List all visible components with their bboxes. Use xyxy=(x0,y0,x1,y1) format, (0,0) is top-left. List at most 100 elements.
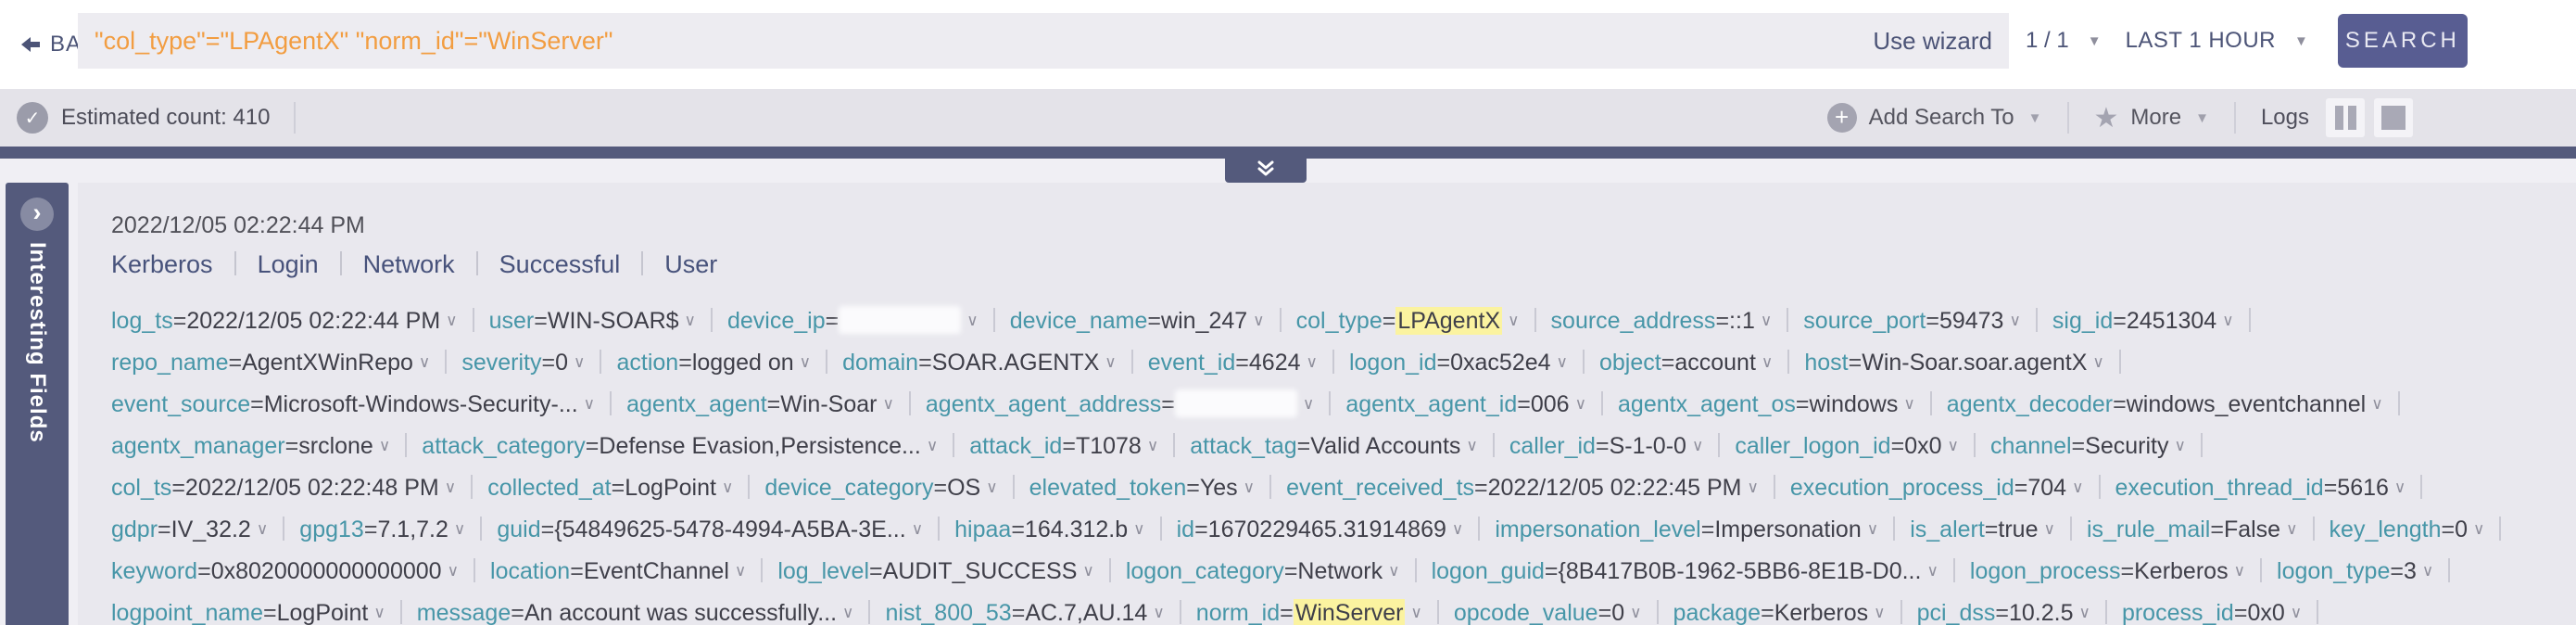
search-button[interactable]: SEARCH xyxy=(2337,14,2468,68)
log-field[interactable]: elevated_token=Yes∨ xyxy=(1029,475,1286,501)
log-field[interactable]: message=An account was successfully...∨ xyxy=(417,600,886,625)
log-field[interactable]: agentx_agent_os=windows∨ xyxy=(1618,391,1947,417)
log-field[interactable]: id=1670229465.31914869∨ xyxy=(1177,517,1496,542)
log-field[interactable]: agentx_decoder=windows_eventchannel∨ xyxy=(1947,391,2415,417)
add-icon[interactable]: + xyxy=(1826,103,1857,133)
log-field[interactable]: agentx_manager=srclone∨ xyxy=(111,433,422,459)
log-field[interactable]: collected_at=LogPoint∨ xyxy=(487,475,764,501)
use-wizard-link[interactable]: Use wizard xyxy=(1873,26,1992,55)
field-dropdown-icon[interactable]: ∨ xyxy=(966,312,979,329)
field-dropdown-icon[interactable]: ∨ xyxy=(842,604,854,621)
log-field[interactable]: domain=SOAR.AGENTX∨ xyxy=(842,350,1148,376)
log-field[interactable]: event_id=4624∨ xyxy=(1148,350,1349,376)
expand-histogram-button[interactable] xyxy=(1225,159,1307,183)
field-dropdown-icon[interactable]: ∨ xyxy=(1903,395,1915,413)
event-tag[interactable]: Network xyxy=(319,250,455,278)
field-dropdown-icon[interactable]: ∨ xyxy=(2233,562,2246,580)
field-dropdown-icon[interactable]: ∨ xyxy=(373,604,385,621)
log-field[interactable]: logon_process=Kerberos∨ xyxy=(1970,558,2277,584)
field-dropdown-icon[interactable]: ∨ xyxy=(2078,604,2090,621)
field-dropdown-icon[interactable]: ∨ xyxy=(574,353,586,371)
field-dropdown-icon[interactable]: ∨ xyxy=(734,562,747,580)
field-dropdown-icon[interactable]: ∨ xyxy=(1306,353,1318,371)
log-field[interactable]: hipaa=164.312.b∨ xyxy=(954,517,1176,542)
log-field[interactable]: process_id=0x0∨ xyxy=(2122,600,2333,625)
log-field[interactable]: keyword=0x8020000000000000∨ xyxy=(111,558,490,584)
field-dropdown-icon[interactable]: ∨ xyxy=(1153,604,1165,621)
field-dropdown-icon[interactable]: ∨ xyxy=(583,395,596,413)
field-dropdown-icon[interactable]: ∨ xyxy=(926,437,939,454)
log-field[interactable]: is_rule_mail=False∨ xyxy=(2087,517,2330,542)
field-dropdown-icon[interactable]: ∨ xyxy=(453,520,466,538)
field-dropdown-icon[interactable]: ∨ xyxy=(1760,312,1773,329)
field-dropdown-icon[interactable]: ∨ xyxy=(2286,520,2298,538)
field-dropdown-icon[interactable]: ∨ xyxy=(1691,437,1704,454)
log-field[interactable]: log_ts=2022/12/05 02:22:44 PM∨ xyxy=(111,308,489,334)
field-dropdown-icon[interactable]: ∨ xyxy=(2473,520,2485,538)
field-dropdown-icon[interactable]: ∨ xyxy=(378,437,391,454)
log-field[interactable]: caller_logon_id=0x0∨ xyxy=(1735,433,1990,459)
log-field[interactable]: logon_category=Network∨ xyxy=(1126,558,1432,584)
field-dropdown-icon[interactable]: ∨ xyxy=(799,353,812,371)
field-dropdown-icon[interactable]: ∨ xyxy=(2043,520,2055,538)
expand-sidebar-icon[interactable]: › xyxy=(20,198,54,231)
field-dropdown-icon[interactable]: ∨ xyxy=(2009,312,2021,329)
event-tag[interactable]: Successful xyxy=(455,250,621,278)
field-dropdown-icon[interactable]: ∨ xyxy=(1388,562,1400,580)
field-dropdown-icon[interactable]: ∨ xyxy=(882,395,894,413)
time-range-dropdown-icon[interactable]: ▼ xyxy=(2294,32,2308,49)
log-field[interactable]: source_port=59473∨ xyxy=(1803,308,2052,334)
log-field[interactable]: opcode_value=0∨ xyxy=(1454,600,1673,625)
field-dropdown-icon[interactable]: ∨ xyxy=(2421,562,2434,580)
field-dropdown-icon[interactable]: ∨ xyxy=(446,312,458,329)
event-tag[interactable]: Login xyxy=(213,250,319,278)
log-field[interactable]: execution_process_id=704∨ xyxy=(1790,475,2115,501)
log-field[interactable]: source_address=::1∨ xyxy=(1551,308,1804,334)
field-dropdown-icon[interactable]: ∨ xyxy=(1451,520,1464,538)
field-dropdown-icon[interactable]: ∨ xyxy=(1630,604,1642,621)
field-dropdown-icon[interactable]: ∨ xyxy=(911,520,924,538)
log-field[interactable]: event_source=Microsoft-Windows-Security-… xyxy=(111,391,626,417)
log-field[interactable]: logon_type=3∨ xyxy=(2277,558,2465,584)
log-field[interactable]: logon_guid={8B417B0B-1962-5BB6-8E1B-D0..… xyxy=(1432,558,1970,584)
field-dropdown-icon[interactable]: ∨ xyxy=(1866,520,1879,538)
field-dropdown-icon[interactable]: ∨ xyxy=(1761,353,1774,371)
more-menu[interactable]: More xyxy=(2130,105,2182,130)
log-field[interactable]: device_name=win_247∨ xyxy=(1010,308,1296,334)
field-dropdown-icon[interactable]: ∨ xyxy=(447,562,460,580)
log-field[interactable]: device_ip=∨ xyxy=(727,306,1010,334)
field-dropdown-icon[interactable]: ∨ xyxy=(2092,353,2104,371)
log-field[interactable]: host=Win-Soar.soar.agentX∨ xyxy=(1804,350,2136,376)
log-field[interactable]: agentx_agent_id=006∨ xyxy=(1345,391,1618,417)
log-field[interactable]: logpoint_name=LogPoint∨ xyxy=(111,600,417,625)
log-field[interactable]: col_type=LPAgentX∨ xyxy=(1296,307,1551,335)
field-dropdown-icon[interactable]: ∨ xyxy=(2290,604,2303,621)
field-dropdown-icon[interactable]: ∨ xyxy=(1874,604,1886,621)
log-field[interactable]: col_ts=2022/12/05 02:22:48 PM∨ xyxy=(111,475,487,501)
log-field[interactable]: key_length=0∨ xyxy=(2330,517,2517,542)
log-field[interactable]: gpg13=7.1,7.2∨ xyxy=(299,517,497,542)
page-dropdown-icon[interactable]: ▼ xyxy=(2087,32,2102,49)
field-dropdown-icon[interactable]: ∨ xyxy=(1466,437,1478,454)
field-dropdown-icon[interactable]: ∨ xyxy=(2174,437,2186,454)
log-field[interactable]: caller_id=S-1-0-0∨ xyxy=(1509,433,1736,459)
field-dropdown-icon[interactable]: ∨ xyxy=(1947,437,1959,454)
field-dropdown-icon[interactable]: ∨ xyxy=(1105,353,1117,371)
log-field[interactable]: impersonation_level=Impersonation∨ xyxy=(1495,517,1910,542)
time-range-selector[interactable]: LAST 1 HOUR xyxy=(2125,28,2276,53)
field-dropdown-icon[interactable]: ∨ xyxy=(1302,395,1315,413)
log-field[interactable]: package=Kerberos∨ xyxy=(1673,600,1917,625)
split-view-toggle[interactable] xyxy=(2326,98,2365,137)
field-dropdown-icon[interactable]: ∨ xyxy=(1926,562,1938,580)
field-dropdown-icon[interactable]: ∨ xyxy=(1556,353,1568,371)
field-dropdown-icon[interactable]: ∨ xyxy=(1082,562,1094,580)
add-search-to-menu[interactable]: Add Search To xyxy=(1868,105,2014,130)
interesting-fields-sidebar[interactable]: › Interesting Fields xyxy=(6,183,69,625)
field-dropdown-icon[interactable]: ∨ xyxy=(2072,478,2084,496)
search-query-text[interactable]: "col_type"="LPAgentX" "norm_id"="WinServ… xyxy=(95,26,613,55)
log-field[interactable]: log_level=AUDIT_SUCCESS∨ xyxy=(777,558,1126,584)
log-field[interactable]: guid={54849625-5478-4994-A5BA-3E...∨ xyxy=(497,517,954,542)
log-field[interactable]: logon_id=0xac52e4∨ xyxy=(1349,350,1599,376)
log-field[interactable]: sig_id=2451304∨ xyxy=(2052,308,2266,334)
log-field[interactable]: agentx_agent=Win-Soar∨ xyxy=(626,391,926,417)
